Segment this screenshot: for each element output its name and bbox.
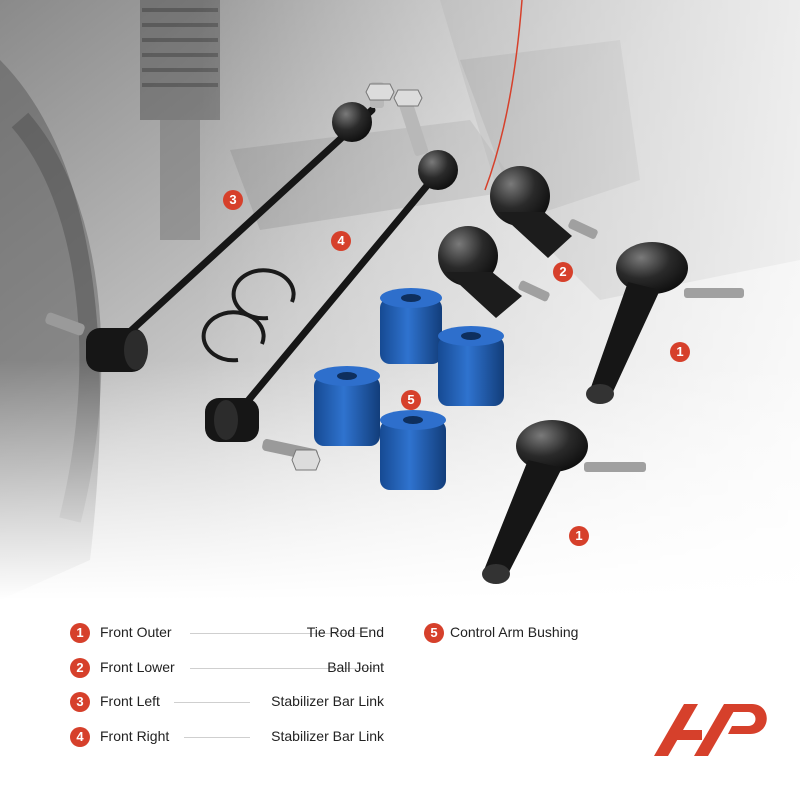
snap-rings [201,268,296,363]
legend-divider [184,737,250,738]
callout-badge: 2 [553,262,573,282]
legend-number-badge: 2 [70,658,90,678]
callout-badge: 1 [670,342,690,362]
legend-row: 4 Front Right Stabilizer Bar Link [70,726,390,748]
legend-position: Front Right [100,728,170,744]
legend-number-badge: 1 [70,623,90,643]
legend-part-name: Ball Joint [327,659,384,675]
legend-position: Front Left [100,693,160,709]
product-photo [0,0,800,600]
callout-badge: 4 [331,231,351,251]
legend-position: Front Lower [100,659,175,675]
callout-badge: 5 [401,390,421,410]
legend-part-name: Stabilizer Bar Link [271,693,384,709]
legend-part-name: Stabilizer Bar Link [271,728,384,744]
control-arm-bushings [314,288,504,490]
legend-position: Front Outer [100,624,172,640]
legend-row: 2 Front Lower Ball Joint [70,657,390,679]
ball-joints [438,166,598,318]
callout-badge: 3 [223,190,243,210]
stabilizer-bar-link-right [205,89,458,471]
legend-divider [190,668,380,669]
callout-badge: 1 [569,526,589,546]
legend-row: 5 Control Arm Bushing [424,622,624,644]
legend-part-name: Control Arm Bushing [450,624,579,640]
legend-number-badge: 4 [70,727,90,747]
legend-row: 3 Front Left Stabilizer Bar Link [70,691,390,713]
legend-divider [190,633,360,634]
tie-rod-ends [482,242,744,584]
legend-divider [174,702,250,703]
legend-row: 1 Front Outer Tie Rod End [70,622,390,644]
legend-number-badge: 3 [70,692,90,712]
legend-number-badge: 5 [424,623,444,643]
a-premium-logo-icon [654,704,767,756]
stabilizer-bar-link-left [45,82,395,372]
legend-part-name: Tie Rod End [306,624,384,640]
